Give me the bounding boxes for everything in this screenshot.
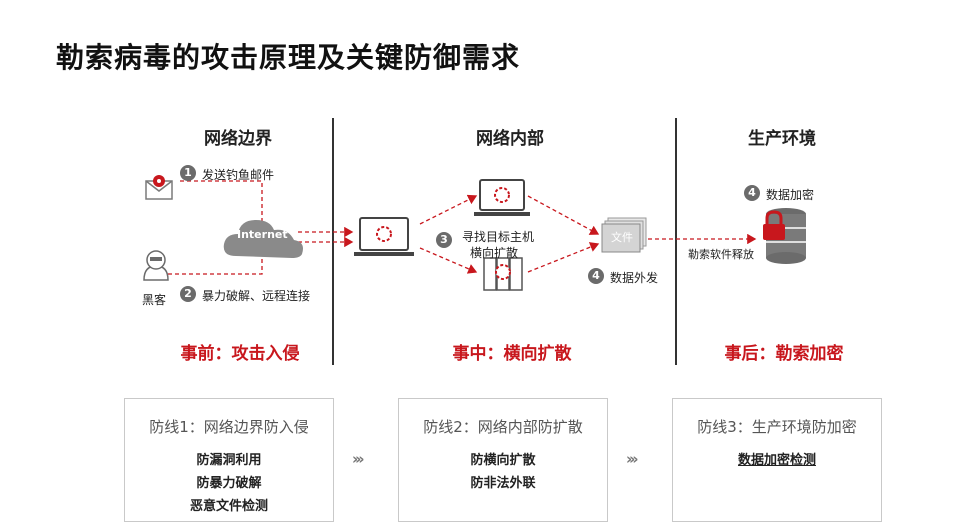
defense-line-1-box: 防线1：网络边界防入侵 防漏洞利用 防暴力破解 恶意文件检测 [124,398,334,522]
defense-item: 防非法外联 [470,476,536,491]
flow-target-to-file [527,195,600,235]
section-header-production: 生产环境 [748,129,816,149]
flow-host-to-server [419,247,478,274]
step-1-label: 发送钓鱼邮件 [202,168,275,182]
cloud-icon [223,220,303,258]
step-4-exfil-label: 数据外发 [610,271,659,285]
defense-line-1-title: 防线1：网络边界防入侵 [149,418,309,436]
flow-mail-to-internet [180,180,263,225]
server-icon [483,257,523,291]
section-header-network-boundary: 网络边界 [204,129,272,149]
step-3-badge: 3 [436,232,452,248]
defense-item: 恶意文件检测 [189,499,268,514]
internal-host-icon [354,217,414,256]
step-2-badge: 2 [180,286,196,302]
step-1-badge: 1 [180,165,196,181]
stage-before: 事前：攻击入侵 [180,344,300,364]
target-host-icon [474,179,530,216]
chevron-right-icon: ››› [352,450,364,468]
step-4-encrypt-label: 数据加密 [766,188,815,202]
defense-line-3-box: 防线3：生产环境防加密 数据加密检测 [672,398,882,522]
section-header-internal-network: 网络内部 [476,129,544,149]
chevron-right-icon: ››› [626,450,638,468]
file-stack-icon [601,217,647,253]
stage-after: 事后：勒索加密 [724,344,844,364]
internet-label: Internet [237,228,288,241]
step-2-label: 暴力破解、远程连接 [202,289,311,303]
attack-flow-lines [168,180,757,275]
lock-icon [763,210,785,240]
ransomware-release-label: 勒索软件释放 [688,248,754,261]
defense-line-2-title: 防线2：网络内部防扩散 [423,418,583,436]
defense-item: 数据加密检测 [737,453,816,468]
page-title: 勒索病毒的攻击原理及关键防御需求 [56,41,521,74]
flow-host-to-target [419,194,478,225]
defense-line-3-title: 防线3：生产环境防加密 [697,418,857,436]
flow-hacker-to-internet [168,250,263,275]
hacker-label: 黑客 [142,293,167,307]
step-4-exfil-badge: 4 [588,268,604,284]
phishing-mail-icon [145,175,173,200]
defense-line-2-box: 防线2：网络内部防扩散 防横向扩散 防非法外联 [398,398,608,522]
flow-server-to-file [527,242,600,273]
defense-item: 防漏洞利用 [196,453,262,468]
defense-item: 防横向扩散 [470,453,536,468]
step-3-label-line2: 横向扩散 [470,246,519,260]
step-3-label-line1: 寻找目标主机 [462,230,535,244]
hacker-icon [143,250,169,281]
stage-during: 事中：横向扩散 [452,344,572,364]
step-4-encrypt-badge: 4 [744,185,760,201]
file-label: 文件 [611,231,633,244]
defense-item: 防暴力破解 [196,476,262,491]
